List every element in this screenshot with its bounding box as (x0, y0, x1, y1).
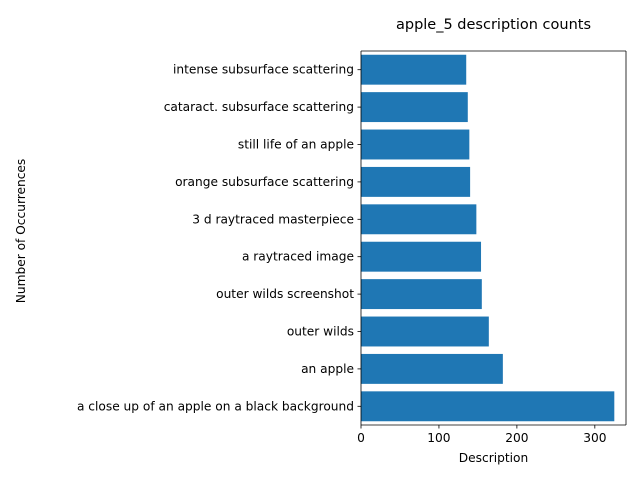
y-tick-label: intense subsurface scattering (173, 63, 354, 77)
bar-5 (361, 241, 482, 272)
bar-3 (361, 316, 489, 347)
y-tick-label: cataract. subsurface scattering (164, 100, 354, 114)
x-axis-label: Description (459, 451, 528, 465)
y-tick-label: orange subsurface scattering (175, 175, 354, 189)
y-axis-ticks: a close up of an apple on a black backgr… (77, 63, 361, 413)
x-tick-label: 100 (427, 431, 450, 445)
x-tick-label: 200 (505, 431, 528, 445)
chart-title: apple_5 description counts (396, 17, 591, 33)
y-tick-label: a close up of an apple on a black backgr… (77, 399, 354, 413)
y-axis-label: Number of Occurrences (14, 159, 28, 303)
bar-series (361, 54, 615, 422)
y-tick-label: still life of an apple (238, 138, 354, 152)
y-tick-label: 3 d raytraced masterpiece (192, 212, 354, 226)
bar-9 (361, 92, 468, 123)
axes-frame (360, 50, 627, 426)
y-tick-label: outer wilds screenshot (216, 287, 354, 301)
bar-1 (361, 391, 615, 422)
bar-10 (361, 54, 467, 85)
x-tick-label: 300 (583, 431, 606, 445)
bar-4 (361, 279, 482, 310)
x-axis-ticks: 0 100 200 300 (357, 425, 606, 445)
y-tick-label: outer wilds (287, 325, 354, 339)
bar-2 (361, 353, 503, 384)
y-tick-label: an apple (301, 362, 354, 376)
bar-8 (361, 129, 470, 160)
x-tick-label: 0 (357, 431, 365, 445)
y-tick-label: a raytraced image (242, 250, 354, 264)
bar-7 (361, 166, 471, 197)
bar-6 (361, 204, 477, 235)
